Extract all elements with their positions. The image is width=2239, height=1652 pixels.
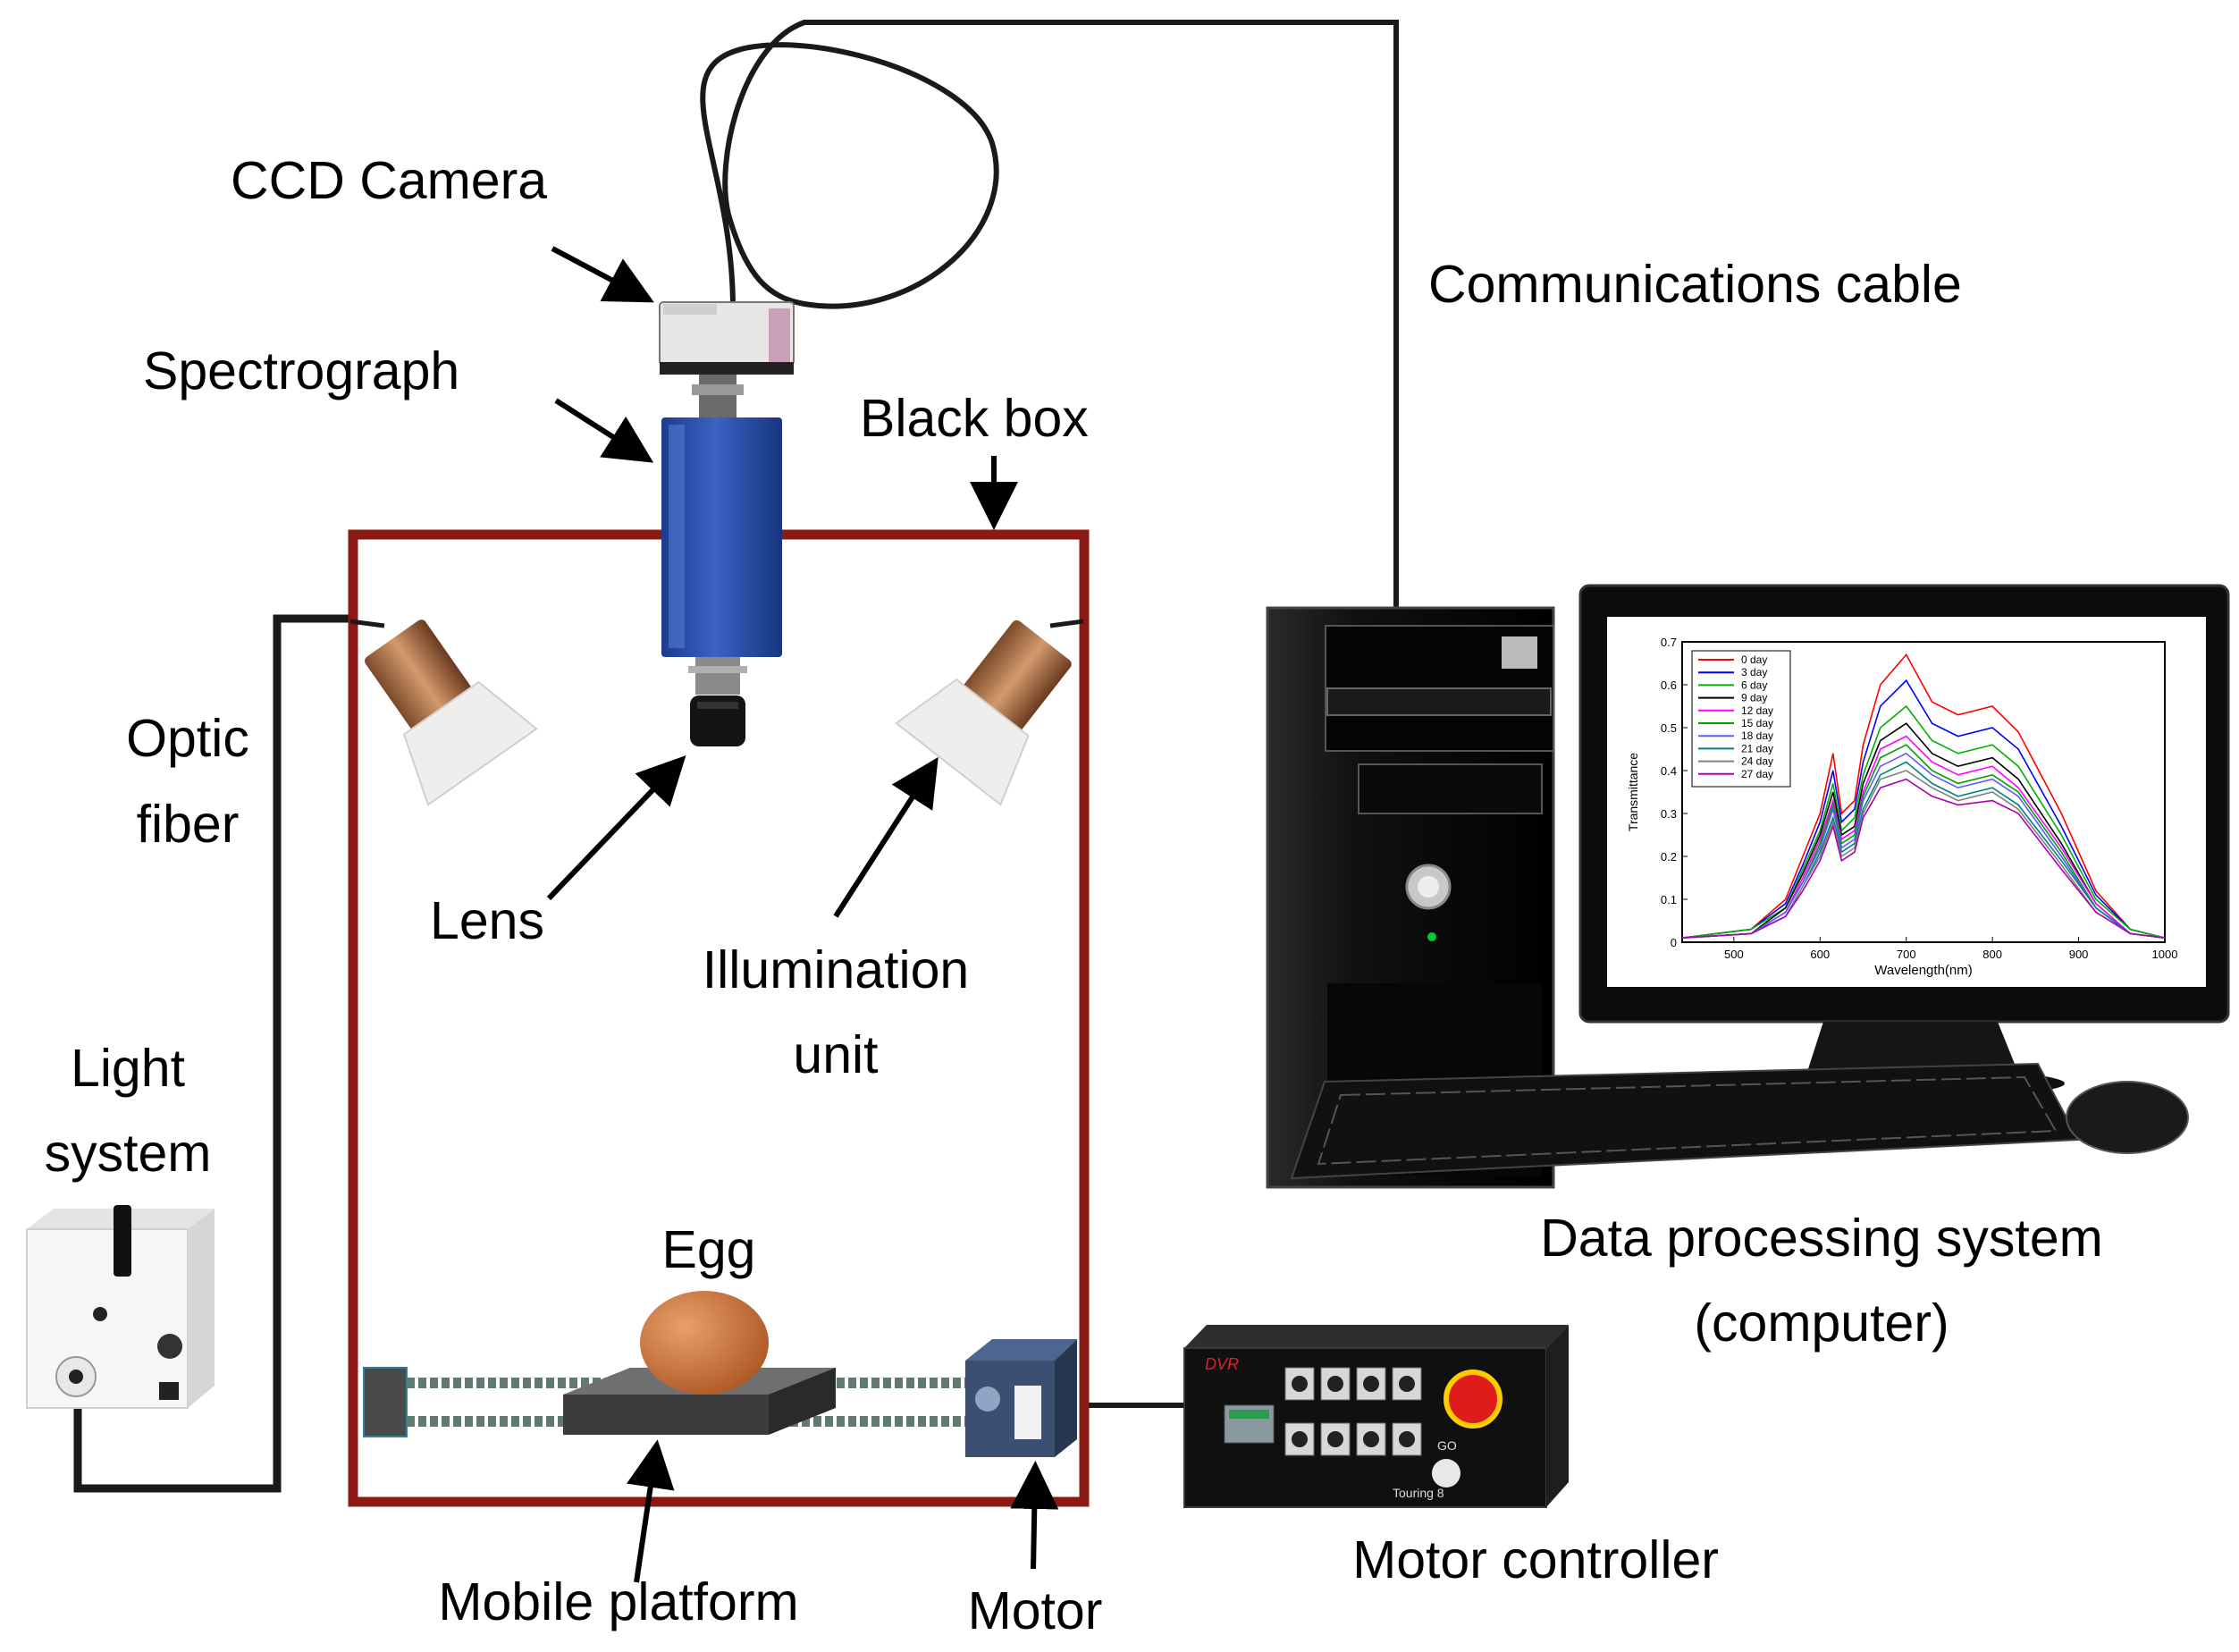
chart-y-axis-label: Transmittance bbox=[1626, 753, 1640, 831]
optic-fiber-cable bbox=[73, 614, 349, 1493]
legend-label: 6 day bbox=[1741, 678, 1767, 691]
keyboard bbox=[1290, 1062, 2080, 1180]
spectrograph bbox=[661, 417, 782, 657]
y-tick-label: 0.3 bbox=[1661, 807, 1677, 821]
arrow-spectrograph bbox=[554, 398, 654, 463]
transmittance-chart: 0 0.1 0.2 0.3 0.4 0.5 0.6 0.7 500 600 700 800 900 10… bbox=[1626, 636, 2177, 978]
controller-ports bbox=[1284, 1367, 1422, 1456]
legend-label: 3 day bbox=[1741, 666, 1767, 678]
label-mobile-platform: Mobile platform bbox=[438, 1572, 798, 1631]
controller-port-socket bbox=[1399, 1376, 1415, 1392]
legend-label: 27 day bbox=[1741, 768, 1773, 780]
arrow-illumination bbox=[833, 756, 939, 918]
label-spectrograph: Spectrograph bbox=[143, 341, 459, 400]
controller-port-socket bbox=[1399, 1431, 1415, 1447]
legend-label: 15 day bbox=[1741, 717, 1773, 729]
light-source-box bbox=[26, 1205, 215, 1409]
label-communications-cable: Communications cable bbox=[1428, 255, 1962, 314]
x-tick-label: 800 bbox=[1982, 948, 2002, 961]
controller-brand: DVR bbox=[1205, 1355, 1239, 1373]
label-black-box: Black box bbox=[860, 389, 1089, 448]
label-light-system-1: Light bbox=[71, 1039, 185, 1098]
y-tick-label: 0 bbox=[1671, 936, 1677, 949]
legend-label: 9 day bbox=[1741, 692, 1767, 704]
label-light-system-2: system bbox=[45, 1124, 212, 1183]
ccd-camera bbox=[659, 301, 795, 375]
label-ccd-camera: CCD Camera bbox=[231, 151, 547, 210]
series-line-18-day bbox=[1681, 752, 2166, 939]
communications-cable bbox=[700, 20, 1399, 608]
go-button[interactable] bbox=[1432, 1459, 1460, 1488]
y-tick-label: 0.7 bbox=[1661, 636, 1677, 649]
lens bbox=[688, 657, 747, 746]
x-tick-label: 900 bbox=[2069, 948, 2089, 961]
y-tick-label: 0.2 bbox=[1661, 850, 1677, 864]
chart-y-ticks: 0 0.1 0.2 0.3 0.4 0.5 0.6 0.7 bbox=[1661, 636, 1688, 949]
legend-label: 12 day bbox=[1741, 704, 1773, 717]
series-line-3-day bbox=[1681, 678, 2166, 939]
arrow-ccd-camera bbox=[551, 246, 654, 303]
illumination-unit-right bbox=[895, 619, 1084, 806]
label-data-processing-2: (computer) bbox=[1694, 1294, 1949, 1353]
chart-series-lines bbox=[1681, 653, 2166, 939]
controller-port-socket bbox=[1363, 1431, 1379, 1447]
emergency-stop-button[interactable] bbox=[1444, 1370, 1502, 1429]
series-line-0-day bbox=[1681, 653, 2166, 939]
legend-label: 0 day bbox=[1741, 653, 1767, 666]
series-line-27-day bbox=[1681, 778, 2166, 939]
legend-label: 21 day bbox=[1741, 742, 1773, 754]
chart-x-ticks: 500 600 700 800 900 1000 bbox=[1724, 937, 2177, 961]
label-illumination-2: unit bbox=[793, 1025, 878, 1084]
label-optic-fiber-1: Optic bbox=[126, 709, 249, 768]
x-tick-label: 500 bbox=[1724, 948, 1744, 961]
pointer-arrows bbox=[546, 246, 1059, 1583]
x-tick-label: 1000 bbox=[2152, 948, 2178, 961]
label-motor-controller: Motor controller bbox=[1352, 1530, 1719, 1589]
motor bbox=[965, 1339, 1077, 1457]
egg bbox=[640, 1291, 769, 1395]
label-motor: Motor bbox=[968, 1581, 1103, 1640]
label-illumination-1: Illumination bbox=[703, 940, 969, 999]
series-line-12-day bbox=[1681, 735, 2166, 939]
label-data-processing-1: Data processing system bbox=[1540, 1209, 2103, 1268]
controller-port-socket bbox=[1327, 1376, 1343, 1392]
chart-x-axis-label: Wavelength(nm) bbox=[1874, 963, 1972, 978]
legend-label: 18 day bbox=[1741, 729, 1773, 742]
x-tick-label: 700 bbox=[1897, 948, 1916, 961]
computer-tower bbox=[1266, 606, 1555, 1189]
controller-port-socket bbox=[1292, 1431, 1308, 1447]
chart-legend-box bbox=[1691, 650, 1791, 788]
series-line-24-day bbox=[1681, 770, 2166, 939]
arrow-lens bbox=[546, 755, 686, 901]
y-tick-label: 0.5 bbox=[1661, 721, 1677, 735]
label-egg: Egg bbox=[662, 1220, 756, 1279]
controller-port-socket bbox=[1292, 1376, 1308, 1392]
controller-port-socket bbox=[1363, 1376, 1379, 1392]
series-line-6-day bbox=[1681, 704, 2166, 939]
y-tick-label: 0.4 bbox=[1661, 764, 1677, 778]
y-tick-label: 0.1 bbox=[1661, 893, 1677, 906]
legend-label: 24 day bbox=[1741, 755, 1773, 768]
controller-go-label: GO bbox=[1437, 1438, 1457, 1453]
controller-model: Touring 8 bbox=[1393, 1486, 1444, 1500]
series-line-9-day bbox=[1681, 722, 2166, 939]
label-optic-fiber-2: fiber bbox=[137, 795, 240, 854]
arrow-mobile-platform bbox=[627, 1439, 675, 1583]
arrow-motor bbox=[1010, 1461, 1059, 1570]
label-lens: Lens bbox=[430, 891, 544, 950]
y-tick-label: 0.6 bbox=[1661, 678, 1677, 692]
x-tick-label: 600 bbox=[1810, 948, 1830, 961]
illumination-unit-left bbox=[349, 619, 538, 806]
mouse bbox=[2066, 1081, 2189, 1154]
controller-port-socket bbox=[1327, 1431, 1343, 1447]
motor-controller: DVR GO Touring 8 bbox=[1183, 1325, 1569, 1508]
